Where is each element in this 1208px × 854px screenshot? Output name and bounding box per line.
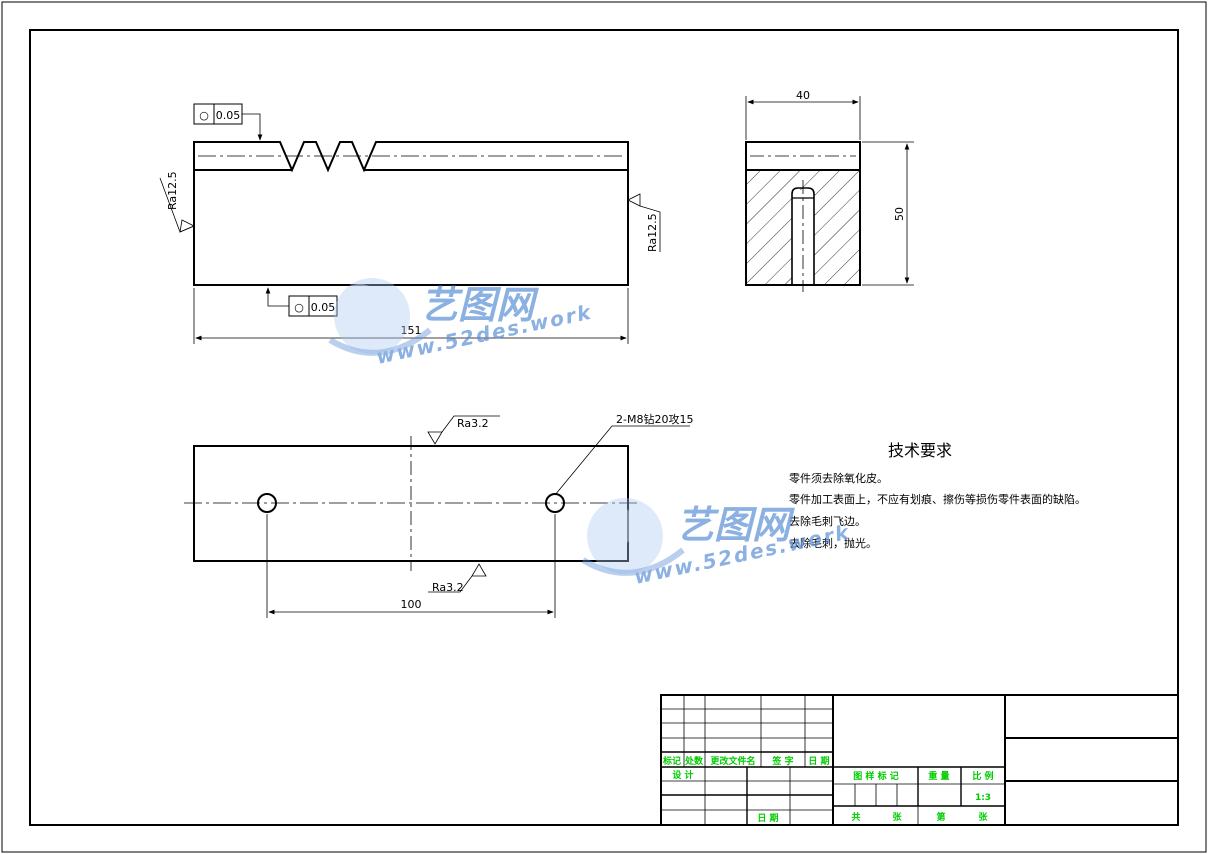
side-view: 40 50 bbox=[745, 89, 914, 292]
roughness-top-label: Ra3.2 bbox=[457, 417, 489, 430]
roughness-left-label: Ra12.5 bbox=[166, 171, 179, 210]
roughness-symbol-left: Ra12.5 bbox=[159, 171, 195, 233]
weight-label: 重 量 bbox=[928, 770, 949, 782]
rev-header-doc: 更改文件名 bbox=[710, 755, 755, 767]
tech-requirement-1: 零件须去除氧化皮。 bbox=[789, 471, 888, 485]
roughness-symbol-bottom: Ra3.2 bbox=[428, 563, 487, 594]
dim-40-text: 40 bbox=[796, 89, 810, 102]
tolerance-bottom-value: 0.05 bbox=[311, 301, 336, 314]
sheets-total-unit: 张 bbox=[892, 811, 902, 823]
roughness-symbol-right: Ra12.5 bbox=[627, 193, 661, 252]
watermark-brand: 艺图网 bbox=[676, 503, 795, 547]
dim-151-text: 151 bbox=[401, 324, 422, 337]
tech-requirements: 技术要求 零件须去除氧化皮。 零件加工表面上，不应有划痕、擦伤等损伤零件表面的缺… bbox=[789, 441, 1086, 550]
tech-requirements-title: 技术要求 bbox=[888, 441, 952, 460]
design-label: 设 计 bbox=[672, 769, 693, 781]
watermark-logo-icon bbox=[581, 498, 685, 576]
front-view-outline bbox=[193, 141, 629, 286]
tolerance-top-leader bbox=[242, 113, 263, 141]
watermark-2: 艺图网 www.52des.work bbox=[581, 498, 853, 589]
tolerance-bottom-symbol: ○ bbox=[294, 301, 304, 314]
border-frame bbox=[29, 29, 1179, 826]
sheets-total-label: 共 bbox=[851, 811, 860, 823]
tech-requirement-3: 去除毛刺飞边。 bbox=[789, 514, 866, 528]
dim-50-text: 50 bbox=[893, 207, 906, 221]
sheet-number-unit: 张 bbox=[978, 811, 988, 823]
top-view: Ra3.2 Ra3.2 2-M8钻20攻15 100 bbox=[184, 412, 693, 618]
sheet-number-label: 第 bbox=[936, 811, 945, 823]
dim-100-text: 100 bbox=[401, 598, 422, 611]
rev-header-mark: 标记 bbox=[662, 755, 681, 767]
hole-callout-leader bbox=[554, 425, 690, 496]
revision-grid bbox=[661, 695, 833, 825]
middle-grid bbox=[833, 766, 1005, 825]
hole-callout-text: 2-M8钻20攻15 bbox=[616, 412, 693, 426]
tech-requirement-4: 去除毛刺，抛光。 bbox=[789, 536, 877, 550]
tolerance-top-value: 0.05 bbox=[216, 109, 241, 122]
rev-header-date: 日 期 bbox=[808, 755, 829, 767]
scale-label: 比 例 bbox=[972, 770, 993, 782]
title-block: 标记 处数 更改文件名 签 字 日 期 设 计 日 期 图 样 标 记 重 量 … bbox=[660, 694, 1179, 826]
tolerance-top-symbol: ○ bbox=[199, 109, 209, 122]
roughness-right-label: Ra12.5 bbox=[646, 213, 659, 252]
hole-left bbox=[257, 493, 277, 513]
watermark-logo-icon bbox=[328, 278, 432, 356]
rev-header-sign: 签 字 bbox=[771, 755, 793, 767]
date-label: 日 期 bbox=[757, 812, 778, 824]
watermark-1: 艺图网 www.52des.work bbox=[328, 278, 595, 369]
scale-value: 1:3 bbox=[975, 793, 991, 803]
tech-requirement-2: 零件加工表面上，不应有划痕、擦伤等损伤零件表面的缺陷。 bbox=[789, 492, 1086, 506]
stage-label: 图 样 标 记 bbox=[853, 770, 898, 782]
rev-header-count: 处数 bbox=[684, 755, 704, 767]
hole-right bbox=[545, 493, 565, 513]
watermark-brand: 艺图网 bbox=[420, 283, 539, 327]
tolerance-bottom-leader bbox=[265, 287, 289, 307]
title-block-frame bbox=[660, 694, 1179, 826]
front-view: ○ 0.05 ○ 0.05 Ra12.5 Ra12.5 151 bbox=[159, 103, 661, 344]
roughness-symbol-top: Ra3.2 bbox=[427, 415, 500, 445]
roughness-bottom-label: Ra3.2 bbox=[432, 581, 464, 594]
